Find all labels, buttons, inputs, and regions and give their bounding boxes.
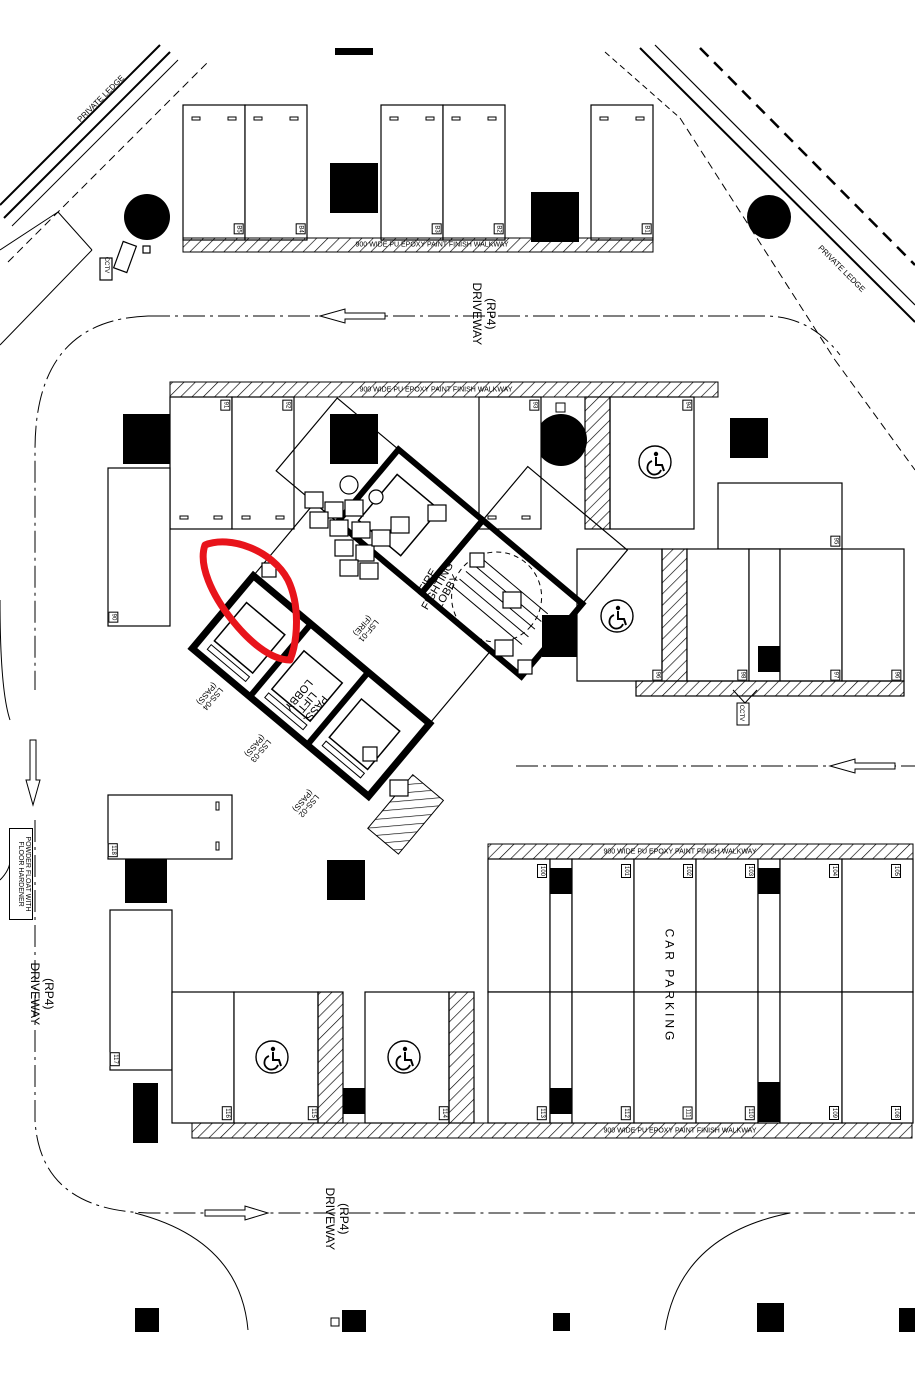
powder-float-note: POWDER FLOAT WITH FLOOR HARDENER: [9, 828, 33, 920]
top-marker: [335, 48, 373, 55]
bay-label: 90: [108, 611, 119, 623]
bay-label: 93: [529, 399, 540, 411]
cctv-camera-icon: [99, 240, 151, 281]
bay-label: 102: [683, 863, 694, 879]
car-parking-block: [487, 858, 914, 1124]
columns: [123, 163, 915, 1332]
lower-walkway: [191, 1122, 913, 1139]
bay-label: 109: [829, 1105, 840, 1121]
car-parking-label: CAR PARKING: [662, 928, 677, 1044]
flow-arrow-icon: [25, 308, 896, 1221]
cctv-label-right: CCTV: [738, 704, 745, 722]
bay-label: 100: [537, 863, 548, 879]
bay-label: B4: [295, 223, 306, 235]
driveway-label-top: (RP4) DRIVEWAY: [470, 282, 499, 346]
bay-label: 91: [220, 399, 231, 411]
bay-label: 118: [107, 843, 118, 857]
bay-label: 115: [307, 1106, 318, 1120]
top-parking-bays: [182, 104, 654, 241]
cctv-label-top: CCTV: [103, 256, 110, 274]
bay-label: 116: [221, 1106, 232, 1120]
private-ledge-right: [604, 44, 915, 471]
bay-label: 104: [829, 863, 840, 879]
bay-label: 94: [682, 399, 693, 411]
right-block: [576, 482, 905, 697]
bay-label: 97: [830, 669, 841, 681]
bay-label: 114: [438, 1106, 449, 1120]
bay-label: 112: [620, 1106, 631, 1120]
second-bay-markers: [179, 515, 531, 520]
bay-label: 105: [891, 863, 902, 879]
bay-label: 96: [891, 669, 902, 681]
bay-label: 98: [737, 669, 748, 681]
cctv-camera-icon: [732, 689, 758, 726]
second-walkway: [169, 381, 719, 398]
lower-column: [343, 1088, 365, 1114]
bay-label: 92: [282, 399, 293, 411]
bay-label: 103: [745, 863, 756, 879]
bay-label: 113: [536, 1106, 547, 1120]
highlight-circle: [199, 538, 300, 664]
right-column: [758, 646, 780, 672]
bay-label: 111: [682, 1106, 693, 1120]
private-ledge-left: [0, 44, 211, 346]
lower-bay-markers: [215, 801, 220, 851]
lift-core: [187, 397, 629, 855]
bay-label: B2: [493, 223, 504, 235]
bay-label: B5: [233, 223, 244, 235]
bottom-markers: [330, 402, 566, 1327]
wheelchair-icon: [638, 445, 672, 479]
car-parking-columns: [550, 868, 780, 1122]
bay-label: B1: [641, 223, 652, 235]
bay-label: 117: [109, 1052, 120, 1066]
walkway-label-lower: 900 WIDE PU EPOXY PAINT FINISH WALKWAY: [603, 1127, 757, 1135]
wheelchair-icon: [387, 1040, 421, 1074]
walkway-label-second: 900 WIDE PU EPOXY PAINT FINISH WALKWAY: [359, 386, 513, 394]
lower-left-bays: [107, 794, 475, 1124]
bay-label: 110: [744, 1106, 755, 1120]
walkway-label-car-parking: 900 WIDE PU EPOXY PAINT FINISH WALKWAY: [603, 848, 757, 856]
wheelchair-icon: [600, 599, 634, 633]
bay-label: 108: [891, 1105, 902, 1121]
bay-label: 96: [652, 669, 663, 681]
bay-label: B3: [431, 223, 442, 235]
bay-label: 101: [621, 863, 632, 879]
wheelchair-icon: [255, 1040, 289, 1074]
driveway-edge: [0, 599, 791, 1331]
driveway-label-left: (RP4) DRIVEWAY: [28, 962, 57, 1026]
bay-label: 95: [830, 535, 841, 547]
driveway-label-bottom: (RP4) DRIVEWAY: [323, 1187, 352, 1251]
walkway-label-top: 900 WIDE PU EPOXY PAINT FINISH WALKWAY: [355, 241, 509, 249]
fixture-cluster: [261, 475, 533, 797]
top-bay-markers: [191, 116, 645, 121]
